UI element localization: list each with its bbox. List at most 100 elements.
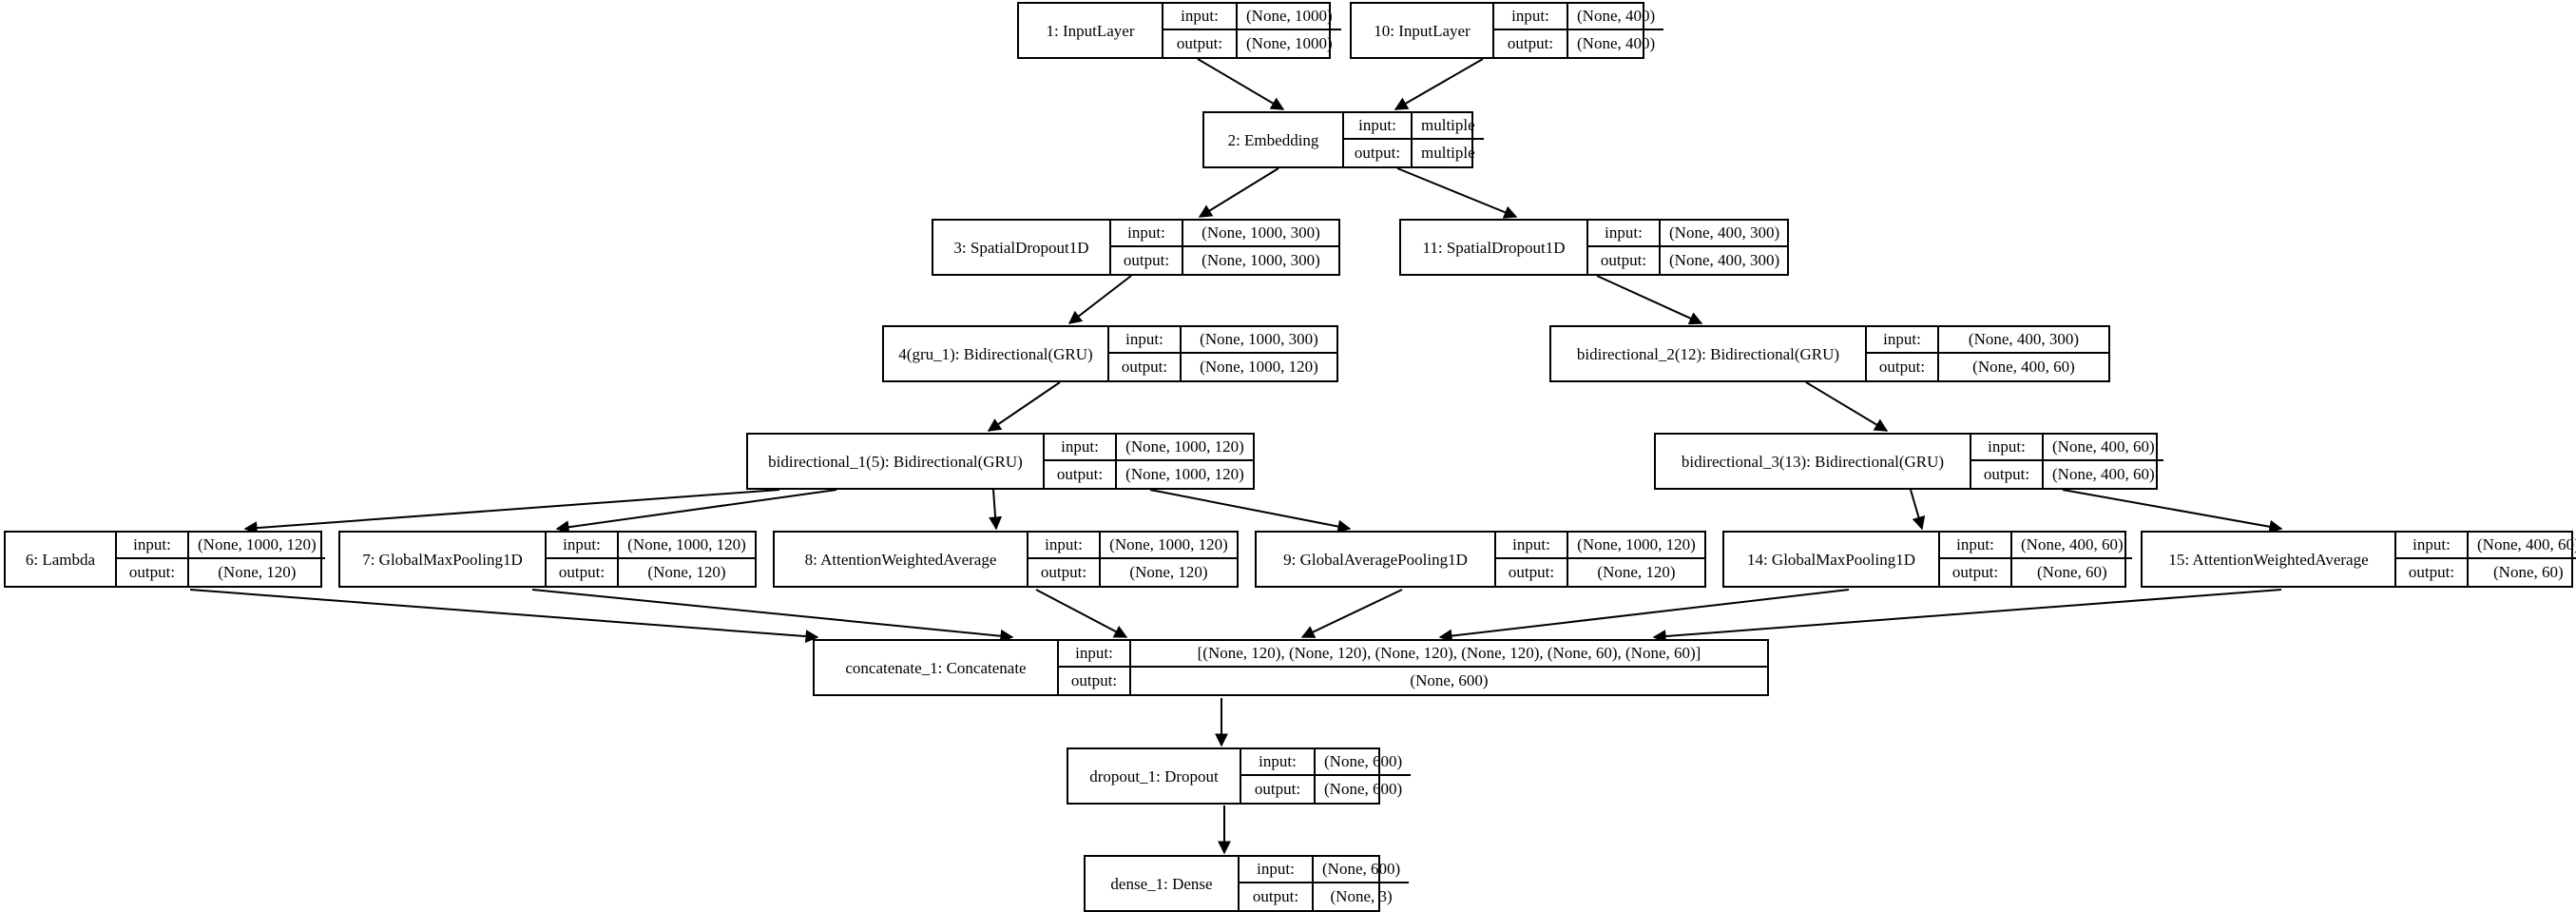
node-input-shape: [(None, 120), (None, 120), (None, 120), …	[1197, 644, 1701, 662]
node-output-row: output:(None, 60)	[2396, 559, 2576, 586]
node-label: 7: GlobalMaxPooling1D	[362, 550, 523, 569]
edge-n15-to-nconcat	[1652, 589, 2282, 644]
node-output-label: output:	[1163, 30, 1238, 57]
node-output-label: output:	[1028, 559, 1101, 586]
node-input-label: input:	[1496, 533, 1568, 557]
node-label: 14: GlobalMaxPooling1D	[1746, 550, 1916, 569]
node-output-row: output:(None, 400, 60)	[1971, 461, 2163, 488]
node-output-shape: (None, 120)	[218, 563, 297, 581]
edge-n14-to-nconcat	[1438, 589, 1850, 643]
node-output-shape: (None, 1000, 120)	[1200, 358, 1318, 376]
node-shape-table: input:(None, 600)output:(None, 600)	[1240, 749, 1412, 803]
node-input-shape: (None, 400, 60)	[2021, 535, 2124, 553]
node-input-shape: (None, 1000, 300)	[1201, 223, 1320, 242]
node-shape-table: input:(None, 1000)output:(None, 1000)	[1162, 4, 1341, 57]
node-shape-table: input: (None, 1000, 120) output:(None, 120…	[1494, 533, 1704, 586]
node-input-shape: (None, 400, 300)	[1968, 330, 2080, 348]
node-output-label: output:	[1940, 559, 2012, 586]
node-input-label: input:	[1059, 641, 1131, 666]
edge-n5-to-n6	[243, 489, 780, 535]
node-label: concatenate_1: Concatenate	[845, 658, 1027, 677]
node-input-row: input:(None, 1000, 300)	[1111, 221, 1338, 247]
node-shape-table: input: (None, 400)output:(None, 400)	[1492, 4, 1664, 57]
node-output-row: output: (None, 400, 60)	[1867, 354, 2108, 380]
node-input-label: input:	[547, 533, 619, 557]
node-input-row: input: [(None, 120), (None, 120), (None, …	[1059, 641, 1767, 668]
graph-node-n4[interactable]: 4(gru_1): Bidirectional(GRU) input:(None,…	[882, 325, 1338, 382]
node-output-shape: (None, 1000, 120)	[1125, 465, 1244, 483]
edge-n2-to-n11	[1396, 167, 1518, 219]
node-input-label: input:	[1940, 533, 2012, 557]
node-output-shape: (None, 400, 60)	[1972, 358, 2075, 376]
node-input-shape: (None, 1000, 300)	[1200, 330, 1318, 348]
node-output-shape: (None, 400)	[1577, 34, 1656, 52]
node-label: bidirectional_3(13): Bidirectional(GRU)	[1681, 452, 1945, 471]
node-output-shape: (None, 3)	[1330, 887, 1393, 905]
node-shape-table: input:(None, 1000, 120)output:(None, 120…	[1027, 533, 1237, 586]
edge-n1-to-n2	[1197, 58, 1285, 110]
node-output-row: output:(None, 1000, 300)	[1111, 247, 1338, 274]
node-output-label: output:	[1240, 883, 1314, 910]
node-output-shape: (None, 400, 300)	[1669, 251, 1780, 269]
node-input-shape: (None, 1000, 120)	[1577, 535, 1696, 553]
node-output-row: output: (None, 120)	[117, 559, 325, 586]
node-input-label: input:	[1028, 533, 1101, 557]
node-label: 2: Embedding	[1227, 130, 1319, 149]
edge-n5-to-n9	[1149, 489, 1352, 534]
node-output-label: output:	[1109, 354, 1182, 380]
node-output-label: output:	[1045, 461, 1117, 488]
node-output-row: output:(None, 120)	[1496, 559, 1704, 586]
node-label: 4(gru_1): Bidirectional(GRU)	[898, 344, 1093, 363]
edge-n10-to-n2	[1394, 58, 1484, 110]
graph-node-n9[interactable]: 9: GlobalAveragePooling1D input: (None, 10…	[1255, 531, 1706, 588]
node-label: 9: GlobalAveragePooling1D	[1283, 550, 1468, 569]
node-input-label: input:	[1588, 221, 1661, 245]
edge-n7-to-nconcat	[531, 589, 1014, 643]
node-output-row: output:(None, 400)	[1494, 30, 1663, 57]
node-output-label: output:	[1496, 559, 1568, 586]
node-output-row: output:(None, 1000)	[1163, 30, 1341, 57]
node-output-label: output:	[117, 559, 189, 586]
edge-n4-to-n5	[987, 381, 1061, 432]
node-input-row: input:(None, 1000, 300)	[1109, 327, 1336, 354]
edge-n3-to-n4	[1067, 275, 1132, 324]
node-shape-table: input:(None, 1000, 300)output:(None, 100…	[1109, 221, 1338, 274]
node-input-row: input:(None, 1000, 120)	[1028, 533, 1237, 559]
node-label: 15: AttentionWeightedAverage	[2168, 550, 2369, 569]
node-shape-table: input:(None, 1000, 120)output: (None, 120…	[115, 533, 325, 586]
graph-node-n5[interactable]: bidirectional_1(5): Bidirectional(GRU)in…	[746, 433, 1255, 490]
node-input-label: input:	[117, 533, 189, 557]
node-output-shape: (None, 600)	[1410, 671, 1489, 689]
graph-node-n13[interactable]: bidirectional_3(13): Bidirectional(GRU)i…	[1654, 433, 2163, 490]
node-input-label: input:	[1494, 4, 1568, 29]
node-input-label: input:	[1045, 435, 1117, 459]
node-input-label: input:	[1344, 113, 1413, 138]
node-shape-table: input:(None, 400, 300)output:(None, 400,…	[1586, 221, 1789, 274]
graph-node-n14[interactable]: 14: GlobalMaxPooling1D input: (None, 400, …	[1722, 531, 2132, 588]
node-input-label: input:	[1163, 4, 1238, 29]
node-shape-table: input: (None, 400, 60) output:(None, 60)	[1938, 533, 2132, 586]
node-output-label: output:	[1867, 354, 1939, 380]
node-input-row: input: (None, 400, 60)	[1940, 533, 2132, 559]
node-shape-table: input:(None, 1000, 120)output:(None, 100…	[1043, 435, 1253, 488]
node-input-row: input:(None, 1000, 120)	[117, 533, 325, 559]
node-output-shape: (None, 120)	[647, 563, 726, 581]
node-input-label: input:	[1867, 327, 1939, 352]
node-output-label: output:	[2396, 559, 2469, 586]
node-output-row: output:(None, 120)	[1028, 559, 1237, 586]
graph-node-nconcat[interactable]: concatenate_1: Concatenate input: [(None, …	[813, 639, 1769, 696]
node-output-row: output:(None, 60)	[1940, 559, 2132, 586]
graph-node-n12[interactable]: bidirectional_2(12): Bidirectional(GRU)i…	[1549, 325, 2110, 382]
node-input-row: input: (None, 400, 300)	[1867, 327, 2108, 354]
